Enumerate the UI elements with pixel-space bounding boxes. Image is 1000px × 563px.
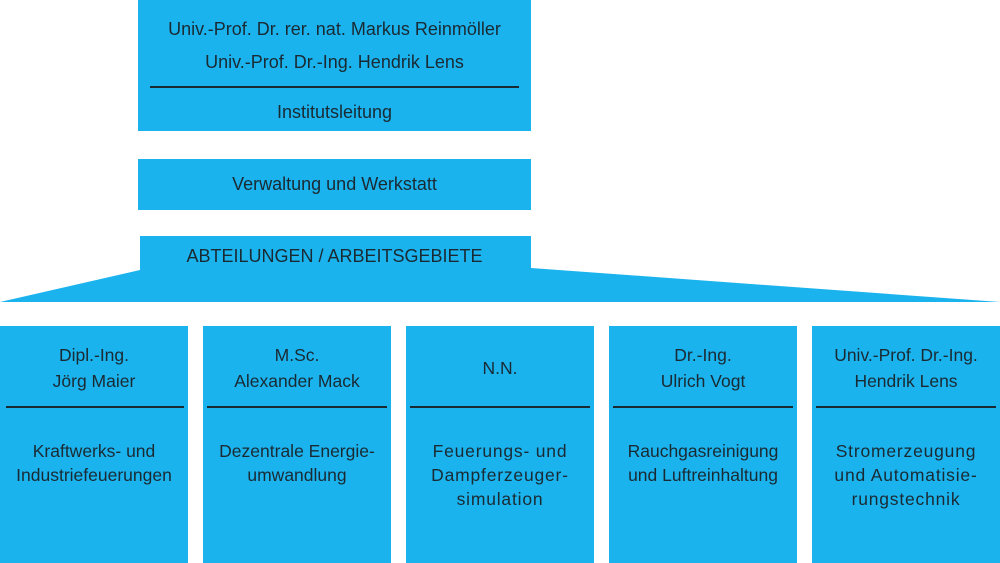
leadership-divider — [150, 86, 519, 88]
administration-label: Verwaltung und Werkstatt — [232, 174, 437, 194]
leadership-name-2: Univ.-Prof. Dr.-Ing. Hendrik Lens — [205, 52, 464, 72]
department-head-line-1: M.Sc. — [274, 345, 320, 365]
department-card-vogt: Dr.-Ing. Ulrich Vogt Rauchgasreinigung u… — [609, 326, 797, 563]
department-area: Stromerzeugung und Automatisie- rungstec… — [834, 441, 978, 509]
department-area: Dezentrale Energie- umwandlung — [219, 441, 375, 485]
department-divider — [816, 406, 996, 408]
department-divider — [613, 406, 793, 408]
department-head-line-2: Jörg Maier — [52, 371, 136, 391]
department-head-line-1: Dr.-Ing. — [674, 345, 732, 365]
department-area: Feuerungs- und Dampferzeuger- simulation — [431, 441, 569, 509]
departments-header-label: ABTEILUNGEN / ARBEITSGEBIETE — [186, 246, 483, 266]
department-head-line-1: N.N. — [482, 358, 518, 378]
administration-box: Verwaltung und Werkstatt — [138, 159, 531, 210]
department-area: Kraftwerks- und Industriefeuerungen — [16, 441, 172, 485]
department-card-lens: Univ.-Prof. Dr.-Ing. Hendrik Lens Strome… — [812, 326, 1000, 563]
department-area: Rauchgasreinigung und Luftreinhaltung — [627, 441, 779, 485]
department-divider — [410, 406, 590, 408]
department-head-line-1: Univ.-Prof. Dr.-Ing. — [834, 345, 978, 365]
department-divider — [6, 406, 184, 408]
department-head-line-2: Ulrich Vogt — [660, 371, 746, 391]
department-card-nn: N.N. Feuerungs- und Dampferzeuger- simul… — [406, 326, 594, 563]
leadership-name-1: Univ.-Prof. Dr. rer. nat. Markus Reinmöl… — [168, 19, 501, 39]
leadership-box: Univ.-Prof. Dr. rer. nat. Markus Reinmöl… — [138, 0, 531, 131]
department-card-maier: Dipl.-Ing. Jörg Maier Kraftwerks- und In… — [0, 326, 188, 563]
department-divider — [207, 406, 387, 408]
department-card-mack: M.Sc. Alexander Mack Dezentrale Energie-… — [203, 326, 391, 563]
department-head-line-2: Hendrik Lens — [854, 371, 958, 391]
departments-header-shape — [0, 236, 1000, 302]
leadership-label: Institutsleitung — [276, 102, 393, 122]
department-head-line-1: Dipl.-Ing. — [58, 345, 130, 365]
department-head-line-2: Alexander Mack — [234, 371, 360, 391]
